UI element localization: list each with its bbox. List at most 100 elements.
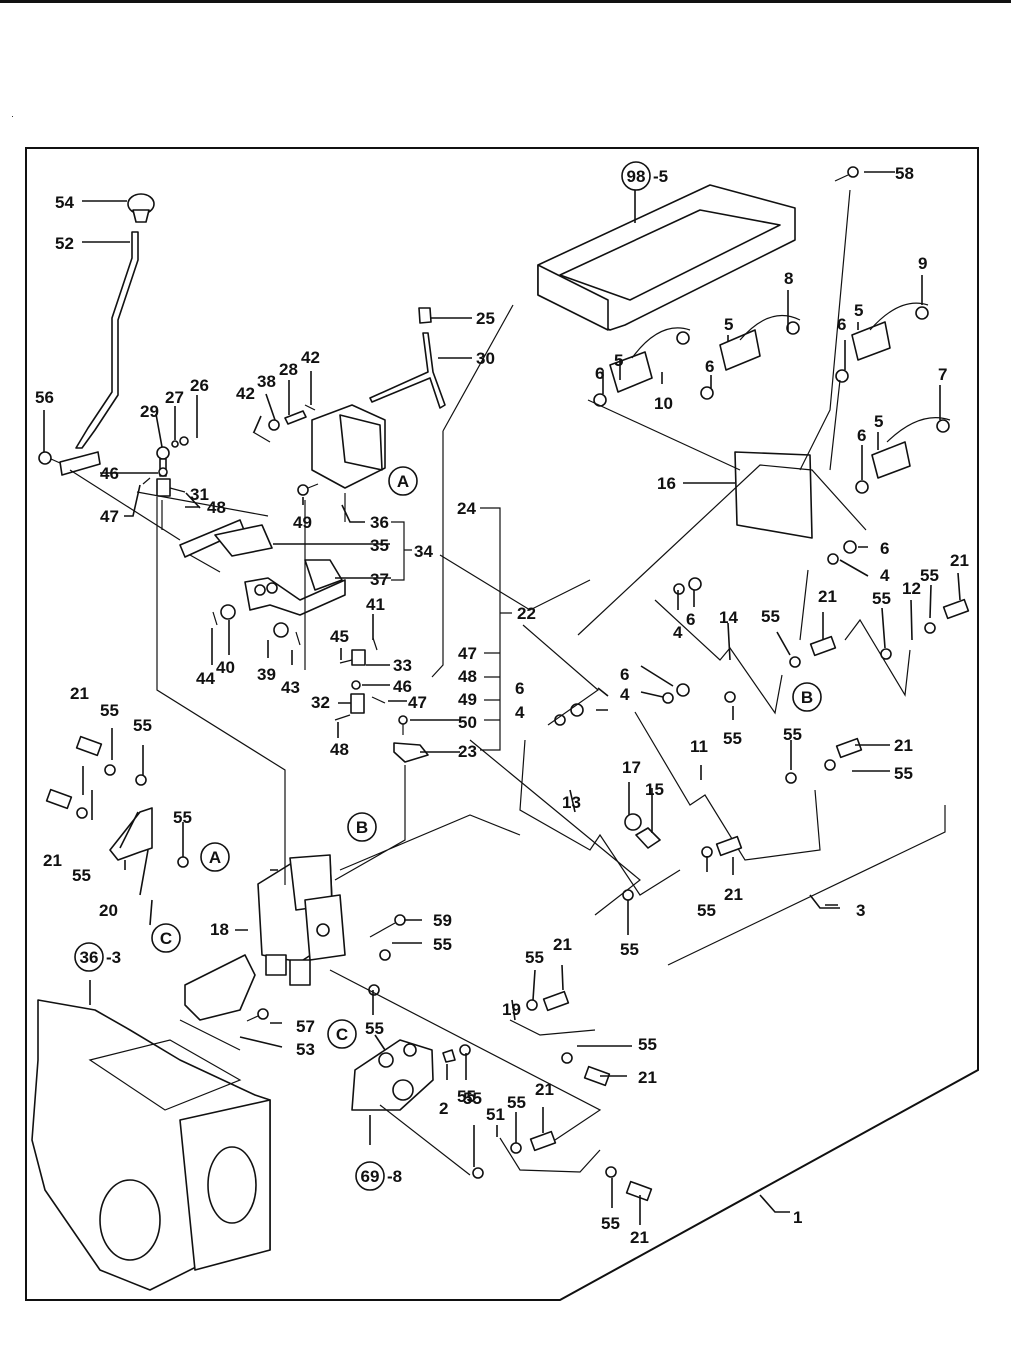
bolt-59 (369, 914, 406, 938)
callout-55: 55 (601, 1214, 620, 1233)
callout-8: 8 (784, 269, 793, 288)
callout-54: 54 (55, 193, 74, 212)
callout-55: 55 (133, 716, 152, 735)
callout-55: 55 (457, 1087, 476, 1106)
callout-21: 21 (638, 1068, 657, 1087)
callout-55: 55 (463, 1089, 482, 1108)
dust-caps (631, 302, 951, 443)
pin-44 (212, 611, 218, 626)
valve-block-69-8 (351, 1039, 434, 1111)
clevis-31 (156, 478, 171, 497)
nut-26 (179, 436, 189, 446)
callout-6: 6 (686, 610, 695, 629)
callout-4: 4 (880, 566, 890, 585)
clip-47c (371, 696, 386, 704)
callout-7: 7 (938, 365, 947, 384)
callout-55: 55 (723, 729, 742, 748)
reference-marker-c: C (336, 1025, 348, 1044)
callout-55: 55 (100, 701, 119, 720)
clip-47a (142, 477, 151, 485)
lever-knob-54 (127, 193, 155, 223)
group-3-lines (667, 805, 946, 966)
group-1-lines (559, 1069, 979, 1301)
callout-37: 37 (370, 570, 389, 589)
callout-21: 21 (553, 935, 572, 954)
callout-55: 55 (783, 725, 802, 744)
callout-55: 55 (620, 940, 639, 959)
bolt-50 (398, 715, 408, 735)
bracket-15 (635, 827, 661, 849)
callout-11: 11 (690, 737, 708, 756)
callout-20: 20 (99, 901, 118, 920)
pipe-11 (634, 711, 821, 861)
callout-21: 21 (43, 851, 62, 870)
callout-18: 18 (210, 920, 229, 939)
callout-57: 57 (296, 1017, 315, 1036)
reference-marker-a: A (209, 848, 221, 867)
group-reference-suffix: -5 (653, 167, 668, 186)
knob-25 (418, 307, 432, 324)
callout-53: 53 (296, 1040, 315, 1059)
o-rings-6 (570, 369, 869, 717)
washer-39 (273, 622, 289, 638)
pin-48a (169, 487, 186, 493)
callout-30: 30 (476, 349, 495, 368)
callout-27: 27 (165, 388, 184, 407)
banjo-bolts-21 (45, 598, 970, 1202)
callout-47: 47 (408, 693, 427, 712)
o-rings-4 (554, 553, 839, 726)
nut-46a (158, 467, 168, 477)
callout-35: 35 (370, 536, 389, 555)
callout-38: 38 (257, 372, 276, 391)
callout-31: 31 (190, 485, 209, 504)
callout-23: 23 (458, 742, 477, 761)
nut-27 (171, 440, 179, 448)
callout-6: 6 (837, 315, 846, 334)
callout-39: 39 (257, 665, 276, 684)
pin-42b (304, 404, 316, 411)
callout-55: 55 (365, 1019, 384, 1038)
callout-55: 55 (761, 607, 780, 626)
bolt-57 (246, 1008, 269, 1022)
callout-55: 55 (920, 566, 939, 585)
plate-16 (734, 451, 813, 539)
callout-34: 34 (414, 542, 433, 561)
callout-46: 46 (100, 464, 119, 483)
callout-6: 6 (857, 426, 866, 445)
reference-marker-b: B (356, 818, 368, 837)
callout-13: 13 (562, 793, 581, 812)
group-reference-number: 98 (627, 167, 646, 186)
callout-5: 5 (854, 301, 863, 320)
callout-2: 2 (439, 1099, 448, 1118)
callout-52: 52 (55, 234, 74, 253)
pipe-12 (799, 569, 911, 697)
callout-32: 32 (311, 693, 330, 712)
callout-21: 21 (950, 551, 969, 570)
callout-44: 44 (196, 669, 215, 688)
callout-21: 21 (818, 587, 837, 606)
callout-55: 55 (507, 1093, 526, 1112)
callout-36: 36 (370, 513, 389, 532)
reference-marker-circles (74, 161, 822, 1191)
callout-47: 47 (458, 644, 477, 663)
callout-5: 5 (724, 315, 733, 334)
callout-21: 21 (630, 1228, 649, 1247)
bracket-22-lines (431, 304, 514, 751)
callout-48: 48 (207, 498, 226, 517)
group-reference-suffix: -8 (387, 1167, 402, 1186)
reference-marker-a: A (397, 472, 409, 491)
callout-42: 42 (301, 348, 320, 367)
callout-41: 41 (366, 595, 385, 614)
callout-46: 46 (393, 677, 412, 696)
callout-3: 3 (856, 901, 865, 920)
callout-40: 40 (216, 658, 235, 677)
stray-dot (12, 116, 13, 117)
callout-17: 17 (622, 758, 641, 777)
callout-55: 55 (697, 901, 716, 920)
callout-6: 6 (880, 539, 889, 558)
callout-55: 55 (173, 808, 192, 827)
callout-55: 55 (525, 948, 544, 967)
callout-24: 24 (457, 499, 476, 518)
